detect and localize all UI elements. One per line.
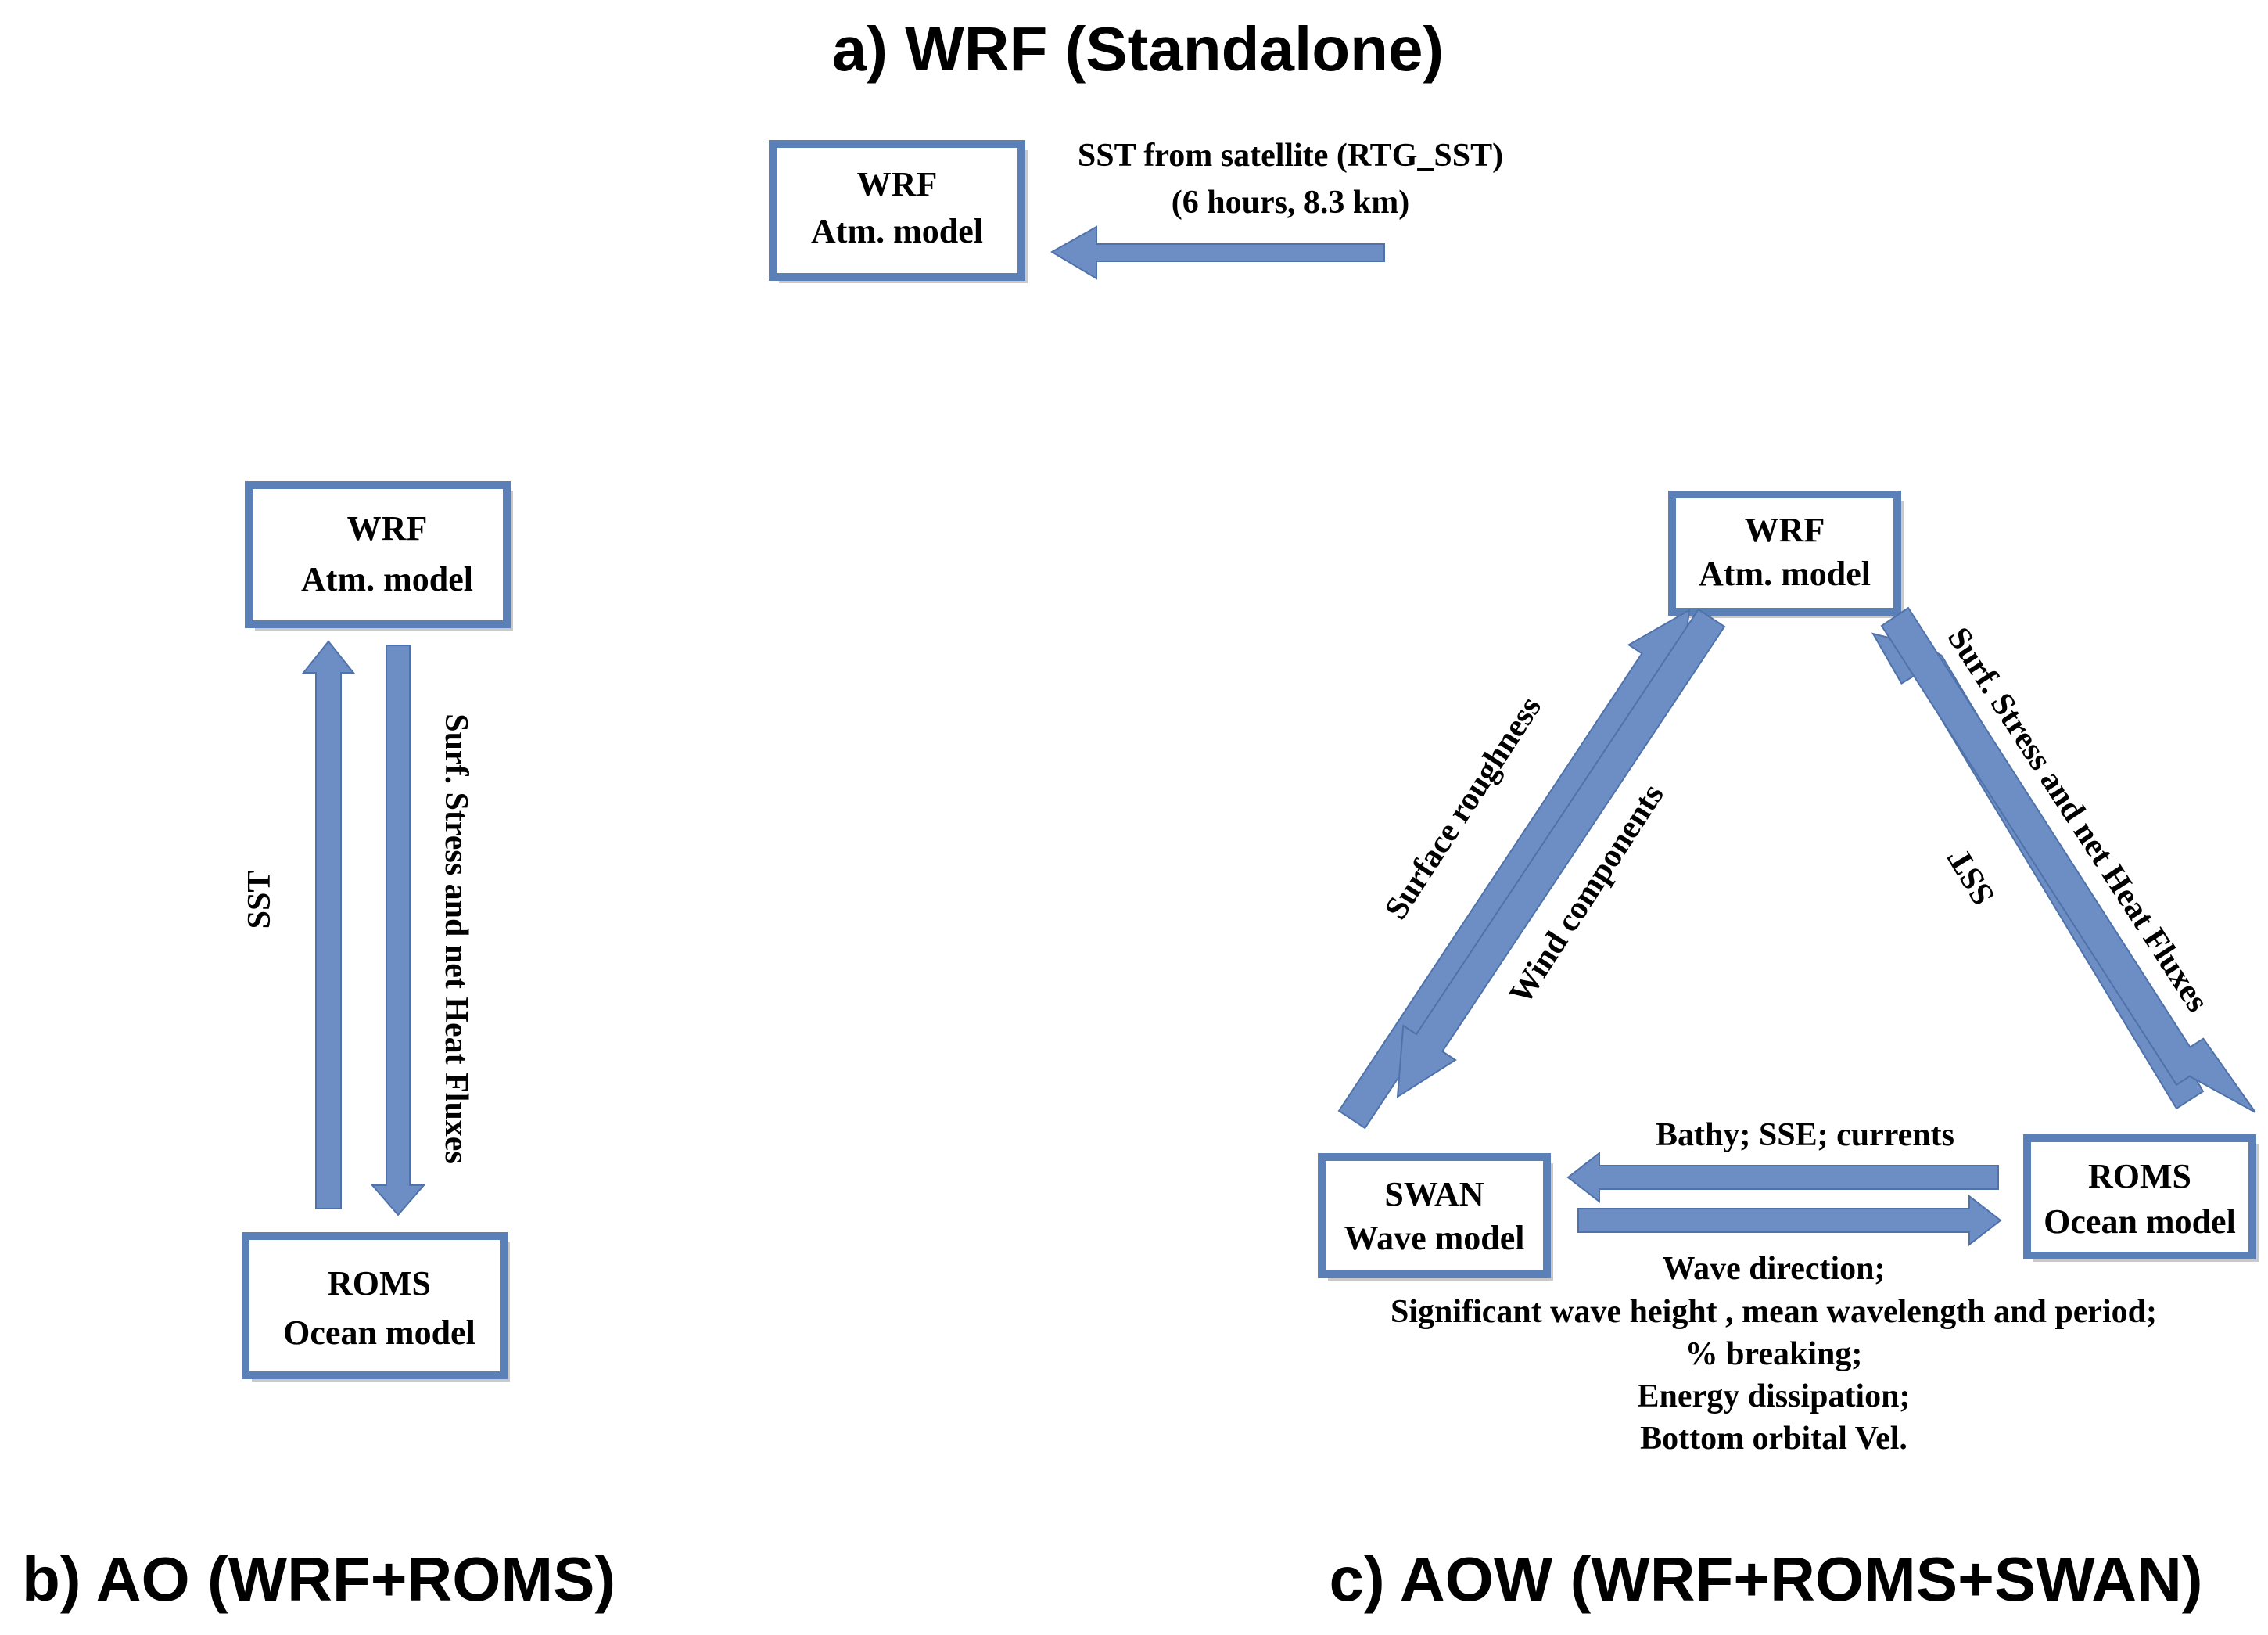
panel-c-stress-label: Surf. Stress and net Heat Fluxes bbox=[1940, 621, 2216, 1019]
panel-c-roms-to-swan-arrow bbox=[1566, 1151, 1999, 1204]
panel-b-sst-arrow bbox=[301, 640, 356, 1209]
panel-c-swan-name: SWAN bbox=[1384, 1175, 1484, 1213]
panel-c-swan-to-roms-arrow bbox=[1577, 1194, 2002, 1247]
panel-b-roms-box: ROMS Ocean model bbox=[242, 1232, 510, 1382]
panel-c-wrf-type: Atm. model bbox=[1699, 555, 1871, 593]
panel-a-wrf-type: Atm. model bbox=[811, 212, 983, 250]
panel-c-roms-to-swan-label: Bathy; SSE; currents bbox=[1656, 1117, 1954, 1153]
panel-c-wrf-name: WRF bbox=[1745, 511, 1825, 549]
panel-a-input-label-line1: SST from satellite (RTG_SST) bbox=[1078, 138, 1503, 174]
panel-b-flux-arrow bbox=[370, 645, 426, 1216]
panel-b-wrf-box: WRF Atm. model bbox=[245, 481, 513, 631]
panel-b-sst-label: SST bbox=[242, 871, 278, 929]
panel-c-wind-arrow bbox=[1396, 608, 1726, 1098]
panel-c-stress-arrow bbox=[1880, 606, 2256, 1113]
panel-c-title: c) AOW (WRF+ROMS+SWAN) bbox=[1330, 1544, 2203, 1614]
panel-b-flux-label: Surf. Stress and net Heat Fluxes bbox=[438, 713, 474, 1164]
panel-a-wrf-name: WRF bbox=[857, 165, 938, 203]
panel-b-roms-name: ROMS bbox=[328, 1264, 431, 1303]
panel-c-swan-type: Wave model bbox=[1344, 1219, 1525, 1257]
panel-c-roms-box: ROMS Ocean model bbox=[2023, 1134, 2259, 1262]
panel-c-roms-name: ROMS bbox=[2088, 1157, 2191, 1195]
panel-a-title: a) WRF (Standalone) bbox=[832, 14, 1444, 84]
swan-to-roms-item: Significant wave height , mean wavelengt… bbox=[1391, 1294, 2157, 1330]
panel-c-wrf-box: WRF Atm. model bbox=[1668, 490, 1904, 618]
panel-a-input-label-line2: (6 hours, 8.3 km) bbox=[1172, 185, 1410, 221]
panel-c-roughness-arrow bbox=[1337, 609, 1691, 1130]
swan-to-roms-item: Wave direction; bbox=[1662, 1251, 1885, 1287]
swan-to-roms-item: Energy dissipation; bbox=[1638, 1378, 1911, 1414]
panel-a-wrf-box: WRF Atm. model bbox=[769, 140, 1028, 283]
swan-to-roms-item: % breaking; bbox=[1685, 1336, 1863, 1372]
panel-c-swan-box: SWAN Wave model bbox=[1318, 1153, 1553, 1281]
panel-a-sst-arrow bbox=[1050, 225, 1385, 280]
panel-c-swan-to-roms-list: Wave direction; Significant wave height … bbox=[1391, 1251, 2157, 1457]
panel-c-sst-label: SST bbox=[1941, 843, 2002, 911]
panel-c-roms-type: Ocean model bbox=[2044, 1202, 2236, 1241]
panel-b-title: b) AO (WRF+ROMS) bbox=[22, 1544, 615, 1614]
panel-a: a) WRF (Standalone) WRF Atm. model SST f… bbox=[769, 14, 1503, 283]
panel-b-wrf-type: Atm. model bbox=[301, 560, 473, 598]
panel-b-roms-type: Ocean model bbox=[283, 1313, 475, 1352]
panel-b-wrf-name: WRF bbox=[347, 509, 428, 548]
panel-b: WRF Atm. model ROMS Ocean model SST Surf… bbox=[242, 481, 513, 1382]
panel-c: WRF Atm. model SWAN Wave model ROMS Ocea… bbox=[1318, 490, 2259, 1457]
swan-to-roms-item: Bottom orbital Vel. bbox=[1640, 1421, 1907, 1457]
